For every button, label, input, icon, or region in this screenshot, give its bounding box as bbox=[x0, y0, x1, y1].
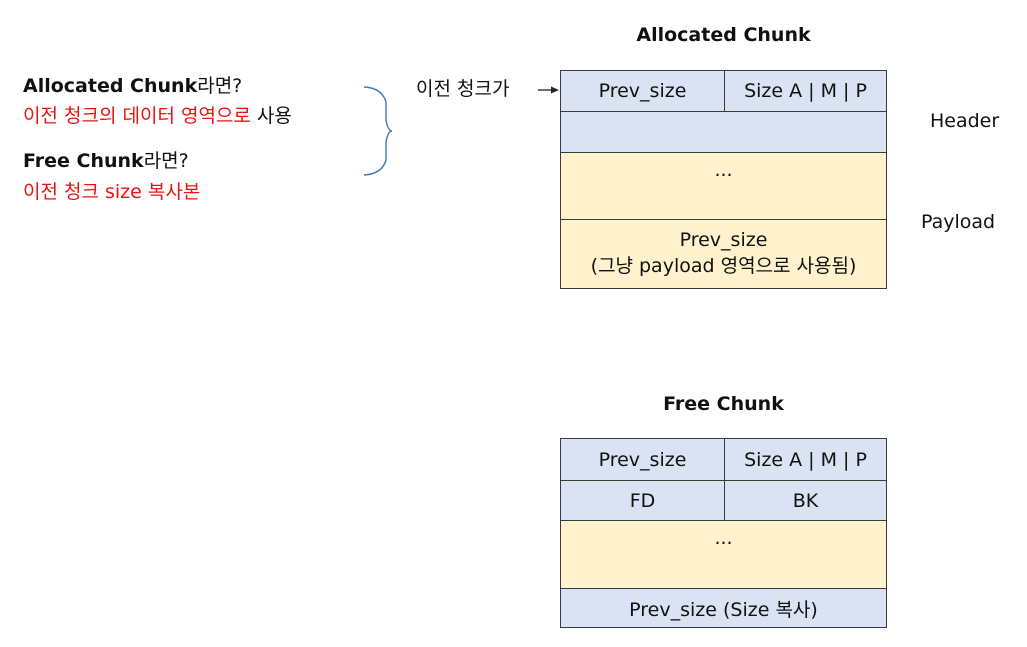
allocated-size-flags-cell: Size A | M | P bbox=[724, 70, 887, 112]
right-brace bbox=[363, 86, 393, 176]
allocated-note-suffix: 라면? bbox=[197, 75, 243, 97]
free-note-title: Free Chunk bbox=[23, 150, 144, 172]
allocated-chunk-title: Allocated Chunk bbox=[636, 24, 811, 46]
free-fd-cell: FD bbox=[560, 480, 725, 521]
allocated-last-line2: (그냥 payload 영역으로 사용됨) bbox=[590, 255, 857, 277]
free-last-cell: Prev_size (Size 복사) bbox=[560, 588, 887, 628]
free-note-suffix: 라면? bbox=[143, 150, 189, 172]
allocated-prev-size-cell: Prev_size bbox=[560, 70, 725, 112]
header-label: Header bbox=[930, 110, 1000, 132]
free-bk-cell: BK bbox=[724, 480, 887, 521]
allocated-header-empty-cell bbox=[560, 111, 887, 153]
arrow-label: 이전 청크가 bbox=[416, 78, 510, 100]
free-note-line: Free Chunk라면? bbox=[23, 152, 189, 171]
allocated-note-line: Allocated Chunk라면? bbox=[23, 77, 242, 96]
allocated-last-line1: Prev_size bbox=[679, 229, 768, 252]
arrow-icon bbox=[538, 86, 559, 94]
allocated-last-cell: Prev_size (그냥 payload 영역으로 사용됨) bbox=[560, 219, 887, 289]
allocated-note-desc-red: 이전 청크의 데이터 영역으로 bbox=[23, 105, 251, 127]
allocated-payload-cell: ... bbox=[560, 152, 887, 220]
payload-label: Payload bbox=[921, 211, 996, 233]
free-note-desc: 이전 청크 size 복사본 bbox=[23, 181, 201, 203]
free-payload-cell: ... bbox=[560, 520, 887, 589]
allocated-note-desc-black: 사용 bbox=[250, 105, 292, 127]
allocated-note-title: Allocated Chunk bbox=[23, 75, 198, 97]
free-size-flags-cell: Size A | M | P bbox=[724, 438, 887, 481]
free-prev-size-cell: Prev_size bbox=[560, 438, 725, 481]
allocated-note-desc: 이전 청크의 데이터 영역으로 사용 bbox=[23, 107, 292, 126]
free-chunk-title: Free Chunk bbox=[663, 393, 784, 415]
